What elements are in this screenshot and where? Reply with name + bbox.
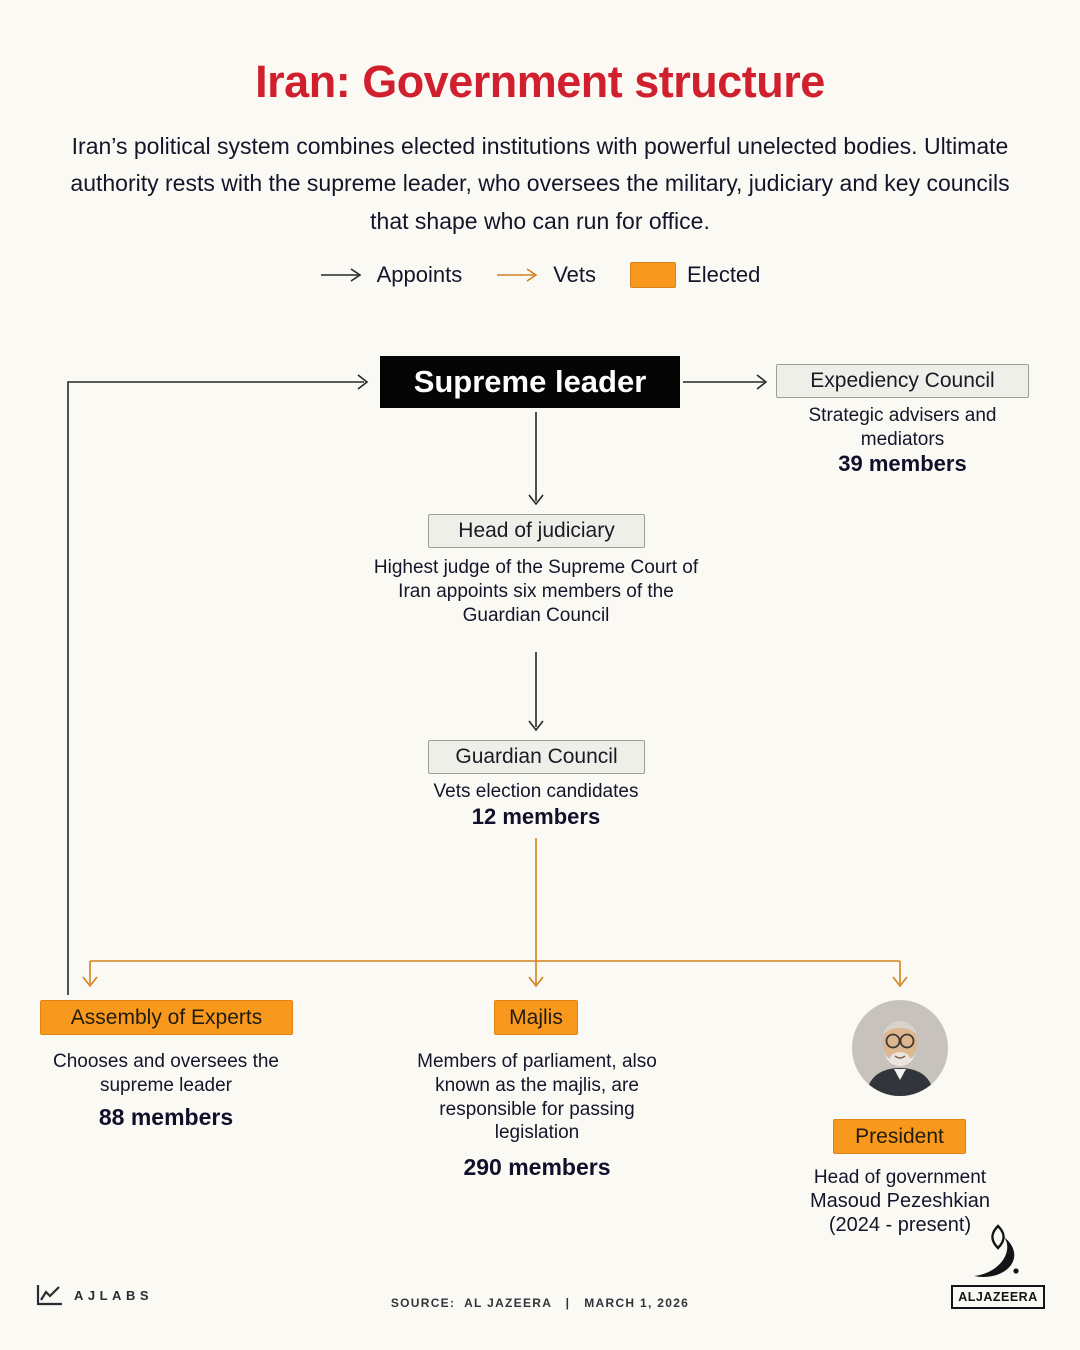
legend-elected-label: Elected — [687, 262, 761, 287]
guardian-council-members: 12 members — [471, 804, 601, 829]
connector-judiciary-to-guardian — [528, 652, 544, 732]
supreme-leader-label: Supreme leader — [413, 364, 647, 399]
president-photo — [852, 1000, 948, 1096]
president-label: President — [855, 1124, 944, 1148]
majlis-description: Members of parliament, also known as the… — [417, 1051, 657, 1144]
assembly-of-experts-description: Chooses and oversees the supreme leader — [52, 1051, 280, 1096]
legend: Appoints Vets Elected — [0, 262, 1080, 288]
aljazeera-logo: ALJAZEERA — [948, 1224, 1048, 1309]
majlis-members: 290 members — [463, 1154, 611, 1180]
assembly-of-experts-label: Assembly of Experts — [70, 1005, 263, 1029]
page-title: Iran: Government structure — [255, 56, 825, 107]
assembly-of-experts-members: 88 members — [98, 1104, 234, 1130]
legend-item-appoints: Appoints — [320, 262, 463, 288]
legend-item-vets: Vets — [496, 262, 596, 288]
guardian-council-description: Vets election candidates — [433, 781, 639, 802]
aljazeera-wordmark: ALJAZEERA — [951, 1285, 1045, 1309]
node-president: President — [833, 1119, 966, 1154]
expediency-council-description: Strategic advisers and mediators — [808, 405, 997, 450]
legend-item-elected: Elected — [630, 262, 760, 288]
ajlabs-label: AJLABS — [74, 1287, 154, 1303]
connector-guardian-vets-elected-bodies — [82, 838, 908, 988]
elected-swatch — [630, 262, 677, 288]
node-majlis: Majlis — [494, 1000, 578, 1035]
president-term: (2024 - present) — [828, 1214, 972, 1236]
connector-supreme-to-expediency — [683, 374, 768, 390]
guardian-council-label: Guardian Council — [455, 745, 618, 768]
head-of-judiciary-label: Head of judiciary — [458, 519, 615, 542]
expediency-council-members: 39 members — [838, 451, 967, 476]
president-portrait-image — [852, 1000, 948, 1096]
legend-vets-label: Vets — [553, 262, 597, 287]
source-line: SOURCE: AL JAZEERA | MARCH 1, 2026 — [390, 1296, 690, 1310]
president-name: Masoud Pezeshkian — [809, 1190, 991, 1212]
vets-arrow-icon — [497, 268, 538, 282]
president-description: Head of government — [813, 1167, 987, 1188]
page-subtitle: Iran’s political system combines elected… — [70, 133, 1010, 234]
node-assembly-of-experts: Assembly of Experts — [40, 1000, 293, 1035]
node-guardian-council: Guardian Council — [428, 740, 645, 774]
aljazeera-calligraphy-icon — [974, 1224, 1019, 1277]
ajlabs-chart-icon — [36, 1285, 62, 1306]
expediency-council-label: Expediency Council — [810, 369, 995, 392]
majlis-label: Majlis — [509, 1005, 563, 1029]
node-expediency-council: Expediency Council — [776, 364, 1029, 398]
connector-supreme-to-judiciary — [528, 412, 544, 506]
ajlabs-logo: AJLABS — [35, 1283, 153, 1307]
appoints-arrow-icon — [320, 268, 362, 282]
connector-assembly-to-supreme — [67, 374, 369, 995]
node-supreme-leader: Supreme leader — [380, 356, 680, 408]
node-head-of-judiciary: Head of judiciary — [428, 514, 645, 548]
head-of-judiciary-description: Highest judge of the Supreme Court of Ir… — [373, 557, 699, 626]
legend-appoints-label: Appoints — [376, 262, 463, 287]
